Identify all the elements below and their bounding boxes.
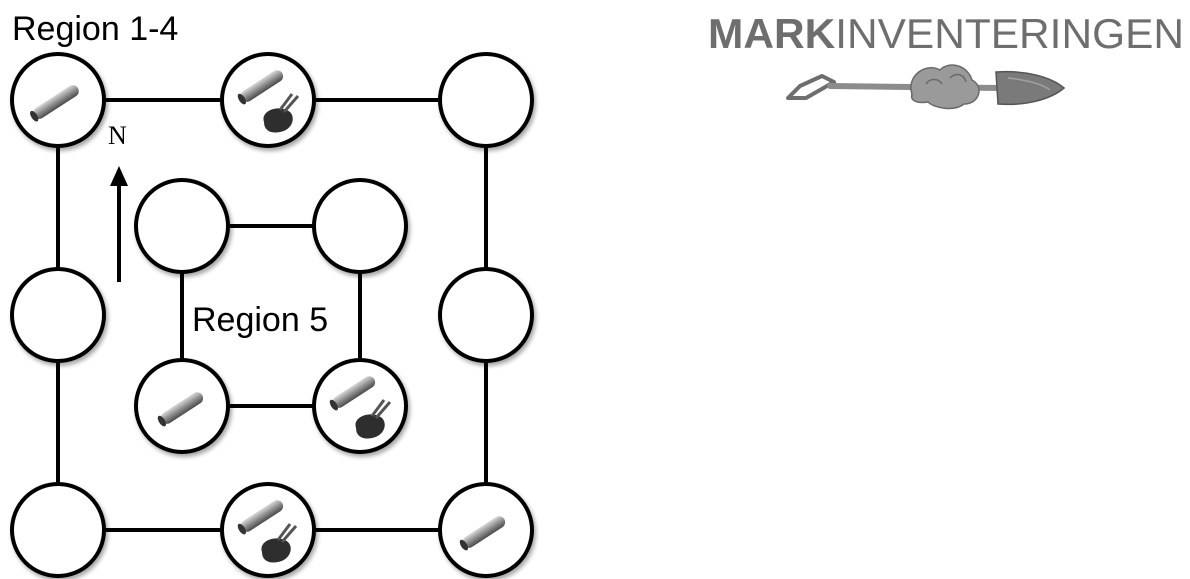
north-arrow: N bbox=[108, 121, 128, 282]
logo-wordmark-bold: MARK bbox=[708, 10, 835, 57]
plot-outer-nw bbox=[12, 54, 104, 146]
logo-wordmark-regular: INVENTERINGEN bbox=[835, 10, 1184, 57]
plot-inner-ne bbox=[314, 180, 406, 272]
plot-outer-w bbox=[12, 269, 104, 361]
plot-outer-e bbox=[440, 269, 532, 361]
outer-region-label: Region 1-4 bbox=[12, 10, 178, 48]
plot-outer-n bbox=[222, 54, 314, 146]
plot-outer-se bbox=[440, 484, 532, 576]
logo-wordmark: MARKINVENTERINGEN bbox=[708, 10, 1184, 57]
north-label: N bbox=[108, 121, 127, 150]
plot-inner-nw bbox=[136, 180, 228, 272]
plot-outer-s bbox=[222, 484, 314, 576]
plot-outer-sw bbox=[12, 484, 104, 576]
shovel-and-soil-icon bbox=[788, 65, 1064, 108]
plot-inner-sw bbox=[136, 360, 228, 452]
plot-inner-se bbox=[314, 360, 406, 452]
north-arrowhead-icon bbox=[110, 166, 128, 186]
plot-outer-ne bbox=[440, 54, 532, 146]
markinventeringen-logo: MARKINVENTERINGEN bbox=[708, 10, 1184, 108]
inner-region-label: Region 5 bbox=[192, 301, 328, 339]
